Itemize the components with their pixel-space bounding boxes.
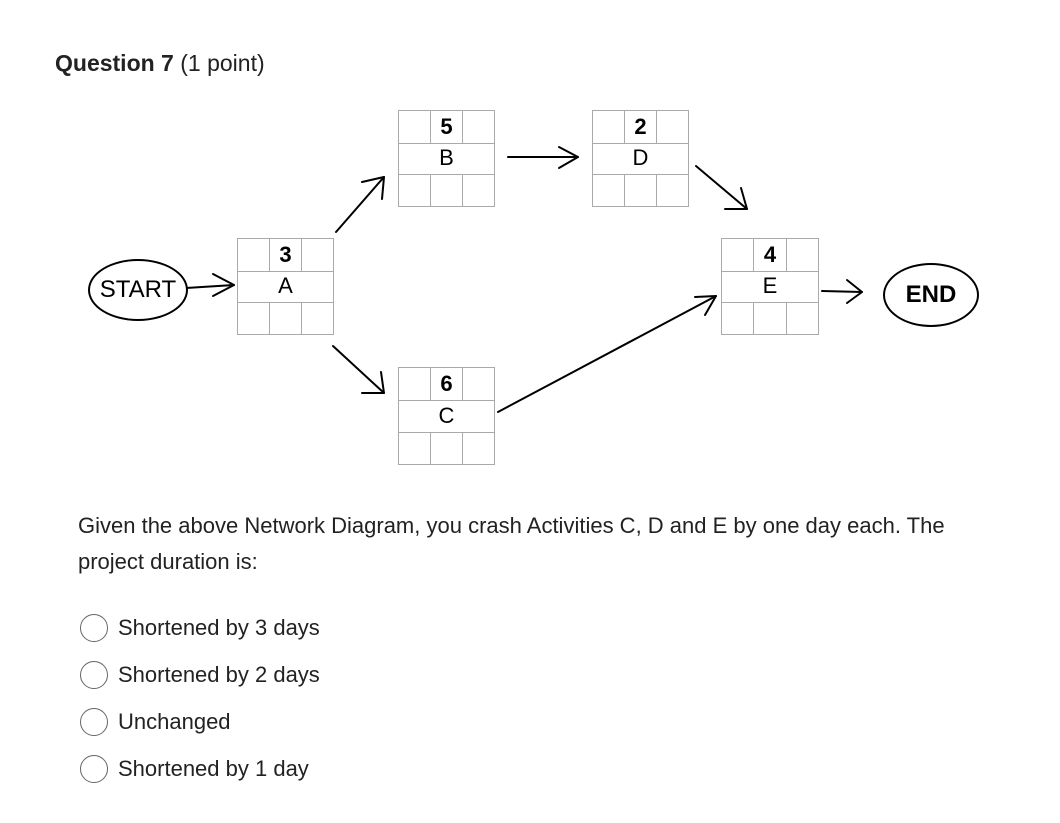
answer-option-2[interactable]: Shortened by 2 days	[80, 651, 320, 698]
activity-b-duration: 5	[431, 111, 463, 143]
activity-a-name: A	[278, 273, 293, 299]
activity-e-duration: 4	[754, 239, 787, 271]
start-label: START	[99, 276, 177, 303]
question-number: Question 7	[55, 50, 174, 76]
arrow-d-e	[695, 165, 748, 210]
arrow-b-d	[507, 146, 579, 169]
activity-e-name: E	[762, 273, 778, 299]
activity-c-name: C	[438, 402, 455, 428]
diagram-arrows	[185, 146, 863, 413]
arrow-start-a	[185, 273, 235, 297]
answer-option-label: Shortened by 2 days	[118, 661, 320, 687]
arrow-a-b	[335, 176, 385, 233]
network-diagram: START END 3 A 5 B 6 C 2 D 4 E	[88, 110, 979, 465]
radio-button[interactable]	[80, 754, 108, 783]
answer-option-label: Shortened by 1 day	[118, 755, 309, 781]
end-label: END	[905, 281, 957, 308]
arrow-c-e	[497, 295, 717, 413]
question-prompt: Given the above Network Diagram, you cra…	[78, 513, 945, 574]
activity-node-e: 4 E	[721, 238, 819, 335]
activity-node-c: 6 C	[398, 367, 495, 465]
activity-node-a: 3 A	[237, 238, 334, 335]
activity-d-name: D	[632, 145, 649, 171]
answer-option-4[interactable]: Shortened by 1 day	[80, 745, 320, 792]
question-points: (1 point)	[180, 50, 265, 76]
answer-option-1[interactable]: Shortened by 3 days	[80, 604, 320, 651]
activity-d-duration: 2	[625, 111, 657, 143]
activity-c-duration: 6	[431, 368, 463, 400]
answer-options: Shortened by 3 days Shortened by 2 days …	[80, 604, 320, 792]
answer-option-3[interactable]: Unchanged	[80, 698, 320, 745]
activity-node-d: 2 D	[592, 110, 689, 207]
answer-option-label: Shortened by 3 days	[118, 614, 320, 640]
question-title: Question 7 (1 point)	[55, 50, 265, 77]
arrow-e-end	[821, 279, 863, 304]
end-node: END	[883, 263, 979, 327]
activity-node-b: 5 B	[398, 110, 495, 207]
answer-option-label: Unchanged	[118, 708, 231, 734]
activity-b-name: B	[439, 145, 454, 171]
arrow-a-c	[332, 345, 385, 394]
radio-button[interactable]	[80, 707, 108, 736]
radio-button[interactable]	[80, 660, 108, 689]
activity-a-duration: 3	[270, 239, 302, 271]
start-node: START	[88, 259, 188, 321]
radio-button[interactable]	[80, 613, 108, 642]
